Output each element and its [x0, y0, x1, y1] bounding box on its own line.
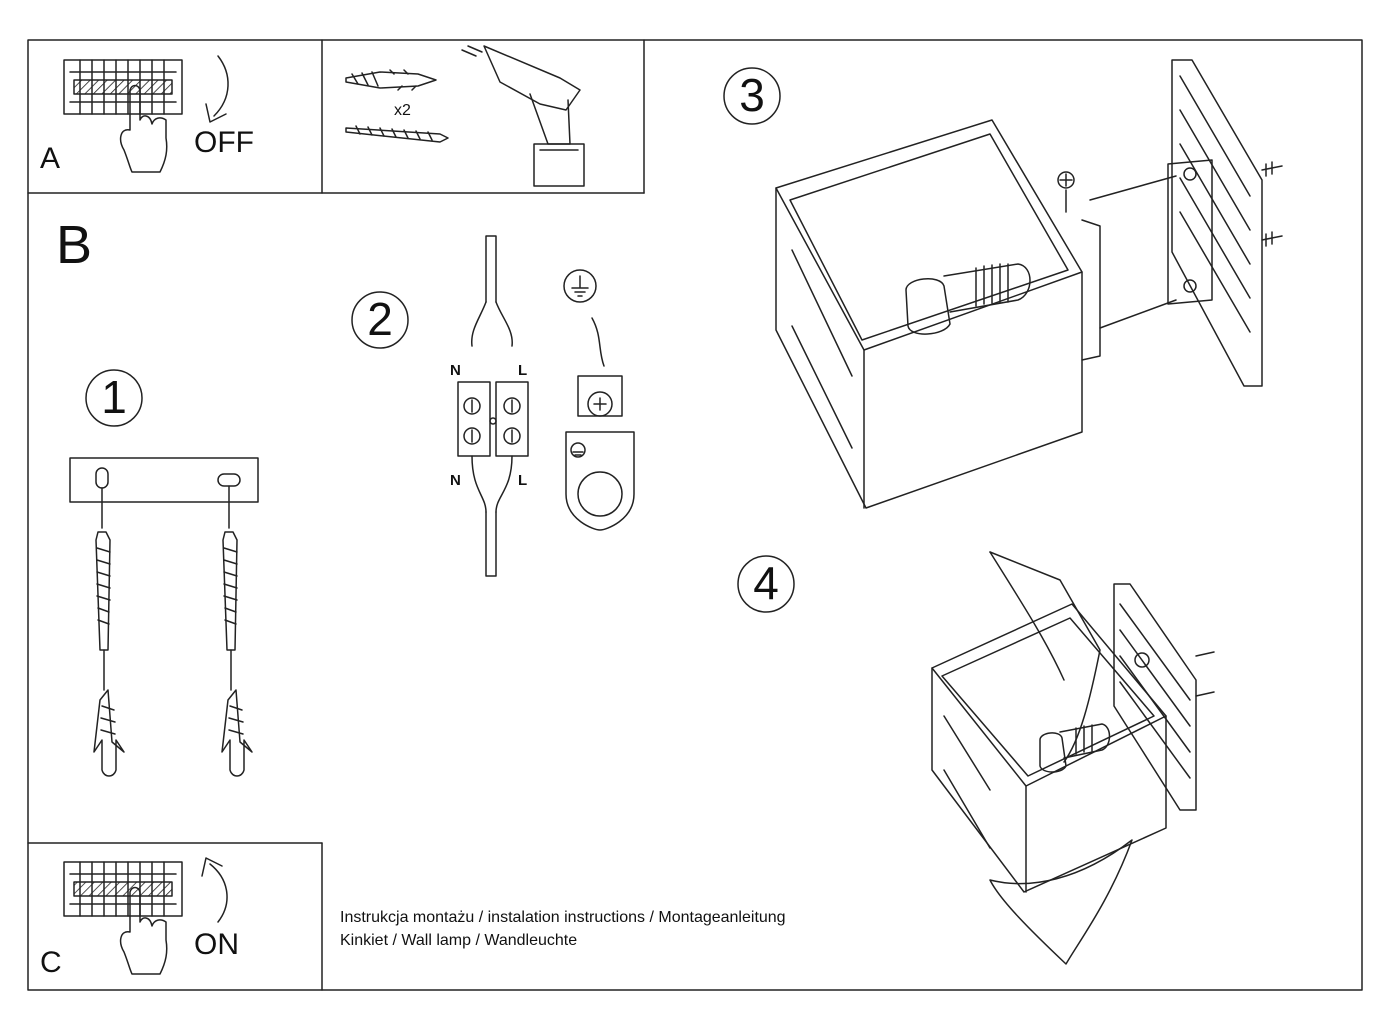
hand-icon-c [119, 886, 168, 975]
mounting-plate [69, 457, 259, 503]
neutral-label-top: N [450, 362, 461, 379]
arrow-up-icon [201, 857, 228, 923]
panel-c-label: C [40, 946, 62, 979]
screw-right [222, 485, 238, 691]
live-label-top: L [518, 362, 528, 379]
section-b-label: B [56, 215, 93, 275]
step-3-circle [723, 67, 781, 125]
step-2-number: 2 [367, 293, 393, 345]
arrow-down-icon [205, 55, 229, 123]
wall-anchor-icon [345, 69, 437, 91]
wall-brick-step4 [1113, 583, 1215, 811]
off-label: OFF [194, 126, 254, 159]
outer-frame [27, 39, 1363, 991]
step-3-number: 3 [739, 69, 765, 121]
drill-icon [461, 45, 585, 187]
step-4-circle [737, 555, 795, 613]
screw-left [95, 487, 111, 691]
terminal-block [457, 235, 529, 577]
step-1-circle [85, 369, 143, 427]
step-2-circle [351, 291, 409, 349]
step-4-number: 4 [753, 557, 779, 609]
anchor-right [221, 689, 253, 777]
wall-brick-step3 [1167, 59, 1283, 387]
breaker-panel-icon-c [63, 861, 183, 917]
breaker-panel-icon [63, 59, 183, 115]
lamp-body-step3 [775, 119, 1177, 509]
footer-title: Instrukcja montażu / instalation instruc… [340, 909, 786, 926]
hand-icon [119, 84, 168, 173]
footer-subtitle: Kinkiet / Wall lamp / Wandleuchte [340, 932, 578, 949]
lamp-body-step4 [931, 551, 1167, 965]
earth-terminal [563, 269, 635, 531]
anchor-left [93, 689, 125, 777]
on-label: ON [194, 928, 239, 961]
anchor-quantity-label: x2 [394, 102, 411, 119]
panel-a-label: A [40, 142, 61, 175]
screw-icon [345, 125, 449, 143]
step-1-number: 1 [101, 371, 127, 423]
neutral-label-bottom: N [450, 472, 461, 489]
live-label-bottom: L [518, 472, 528, 489]
